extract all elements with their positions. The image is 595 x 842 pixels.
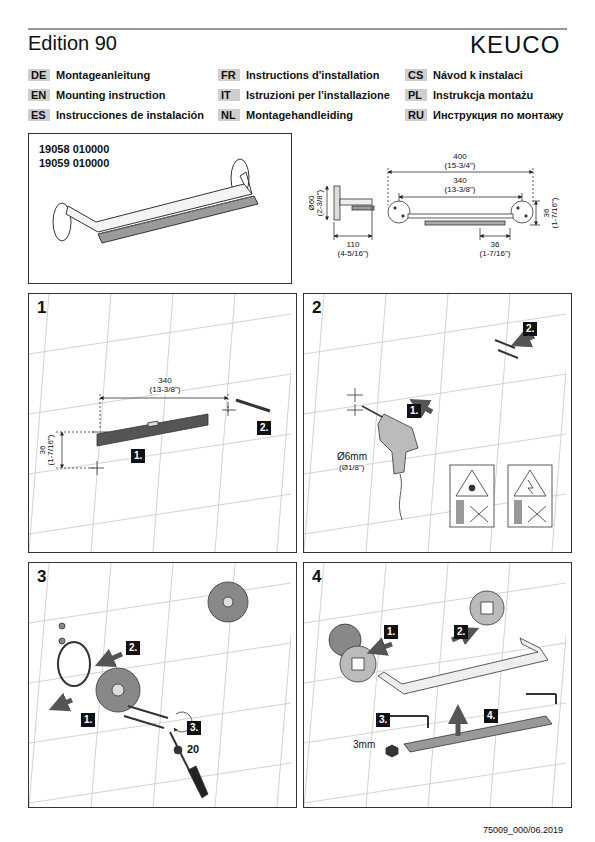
callout-text: 1.	[84, 714, 92, 726]
language-code: FR	[218, 69, 240, 81]
step-2-art	[347, 336, 552, 527]
dimension-label: (1-7/16")	[551, 197, 559, 230]
language-name: Istruzioni per l'installazione	[246, 89, 390, 101]
article-number: 19058 010000 19059 010000	[29, 134, 124, 171]
step-number: 2	[304, 294, 571, 318]
language-code: DE	[28, 69, 50, 81]
language-entry: NL Montagehandleiding	[218, 109, 353, 121]
dimension-label: (2-3/8")	[316, 189, 324, 217]
brand-logo: KEUCO	[470, 32, 560, 57]
product-view	[53, 159, 258, 243]
language-entry: DE Montageanleitung	[28, 69, 150, 81]
callout-text: 1.	[134, 450, 142, 462]
language-entry: FR Instructions d'installation	[218, 69, 379, 81]
callout-number: 2.	[126, 641, 140, 655]
callout-text: 2.	[457, 626, 465, 638]
language-code: NL	[218, 109, 240, 121]
callout-text: 2.	[129, 642, 137, 654]
language-entry: EN Mounting instruction	[28, 89, 165, 101]
language-name: Instructions d'installation	[246, 69, 379, 81]
dimension-label: 3mm	[352, 740, 376, 751]
language-name: Montageanleitung	[56, 69, 150, 81]
tile-grid	[0, 294, 572, 842]
language-entry: RU Инструкция по монтажу	[405, 109, 563, 121]
dimension-label: (1-7/16")	[479, 250, 512, 258]
step-number: 4	[304, 563, 571, 587]
dimension-label: (13-3/8")	[444, 186, 477, 194]
callout-number: 4.	[484, 709, 498, 723]
language-code: EN	[28, 89, 50, 101]
callout-text: 1.	[410, 405, 418, 417]
step-1-art	[56, 394, 270, 475]
step-panel: 4 1. 2. 3. 4.	[303, 562, 572, 808]
step-panel: 3 1. 2. 3.	[28, 562, 297, 808]
callout-text: 1.	[387, 626, 395, 638]
callout-text: 2.	[260, 422, 268, 434]
callout-number: 1.	[81, 713, 95, 727]
step-number: 1	[29, 294, 296, 318]
step-panel: 2 1. 2.	[303, 293, 572, 553]
document-number: 75009_000/06.2019	[482, 826, 564, 835]
step-panel: 1 1. 2.	[28, 293, 297, 553]
dimension-label: (13-3/8")	[149, 386, 182, 394]
callout-number: 2.	[454, 625, 468, 639]
callout-text: 4.	[487, 710, 495, 722]
dimension-label: 20	[186, 744, 200, 756]
language-name: Montagehandleiding	[246, 109, 353, 121]
callout-number: 1.	[384, 625, 398, 639]
callout-text: 3.	[190, 722, 198, 734]
language-entry: PL Instrukcja montażu	[405, 89, 533, 101]
callout-number: 2.	[257, 421, 271, 435]
language-entry: ES Instrucciones de instalación	[28, 109, 204, 121]
language-name: Návod k instalaci	[433, 69, 523, 81]
language-code: CS	[405, 69, 427, 81]
callout-number: 3.	[376, 713, 390, 727]
language-name: Instrukcja montażu	[433, 89, 533, 101]
title: Edition 90	[28, 33, 117, 54]
language-entry: IT Istruzioni per l'installazione	[218, 89, 390, 101]
language-code: ES	[28, 109, 50, 121]
dimension-label: (Ø1/8")	[338, 464, 366, 472]
callout-number: 2.	[523, 322, 537, 336]
language-code: RU	[405, 109, 427, 121]
dimension-label: Ø6mm	[336, 452, 368, 463]
language-name: Инструкция по монтажу	[433, 109, 563, 121]
dimension-label: 110	[346, 241, 361, 249]
language-name: Instrucciones de instalación	[56, 109, 204, 121]
callout-number: 1.	[131, 449, 145, 463]
language-name: Mounting instruction	[56, 89, 165, 101]
step-number: 3	[29, 563, 296, 587]
dimension-label: 400	[452, 153, 467, 161]
dimension-label: (4-5/16")	[337, 250, 370, 258]
language-entry: CS Návod k instalaci	[405, 69, 523, 81]
dimension-label: 36	[490, 241, 501, 249]
dimension-label: 340	[452, 177, 467, 185]
header-rule	[28, 29, 567, 30]
step-3-art	[58, 582, 248, 798]
language-code: IT	[218, 89, 240, 101]
callout-number: 1.	[407, 404, 421, 418]
dimension-label: (15-3/4")	[444, 162, 477, 170]
product-box: 19058 010000 19059 010000	[28, 133, 292, 284]
dimension-drawing	[327, 168, 540, 240]
language-code: PL	[405, 89, 427, 101]
step-4-art	[329, 591, 556, 757]
callout-text: 2.	[526, 323, 534, 335]
dimension-label: (1-7/16")	[47, 434, 55, 467]
callout-text: 3.	[379, 714, 387, 726]
dimension-label: 340	[157, 377, 172, 385]
callout-number: 3.	[187, 721, 201, 735]
